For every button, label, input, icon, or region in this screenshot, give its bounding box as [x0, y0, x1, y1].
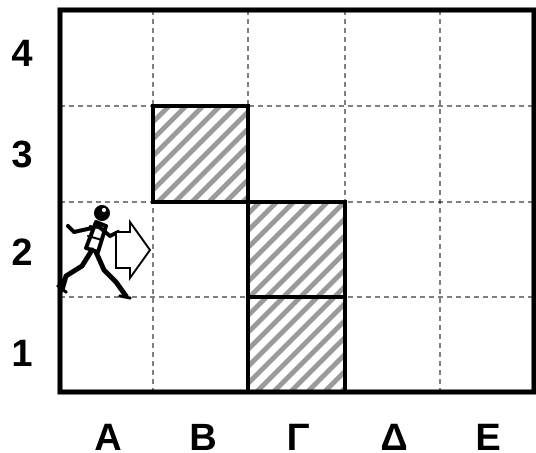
col-label-epsilon: Ε: [475, 417, 500, 453]
obstacle-gamma-2: [248, 202, 345, 297]
row-label-1: 1: [11, 333, 32, 375]
obstacle-beta-3: [153, 106, 248, 202]
direction-arrow-icon: [116, 222, 150, 278]
col-label-delta: Δ: [380, 417, 407, 453]
col-label-alpha: Α: [94, 417, 121, 453]
col-label-beta: Β: [189, 417, 216, 453]
row-label-2: 2: [11, 232, 32, 274]
obstacle-gamma-1: [248, 297, 345, 392]
col-label-gamma: Γ: [287, 417, 310, 453]
row-label-4: 4: [11, 33, 32, 75]
row-label-3: 3: [11, 134, 32, 176]
